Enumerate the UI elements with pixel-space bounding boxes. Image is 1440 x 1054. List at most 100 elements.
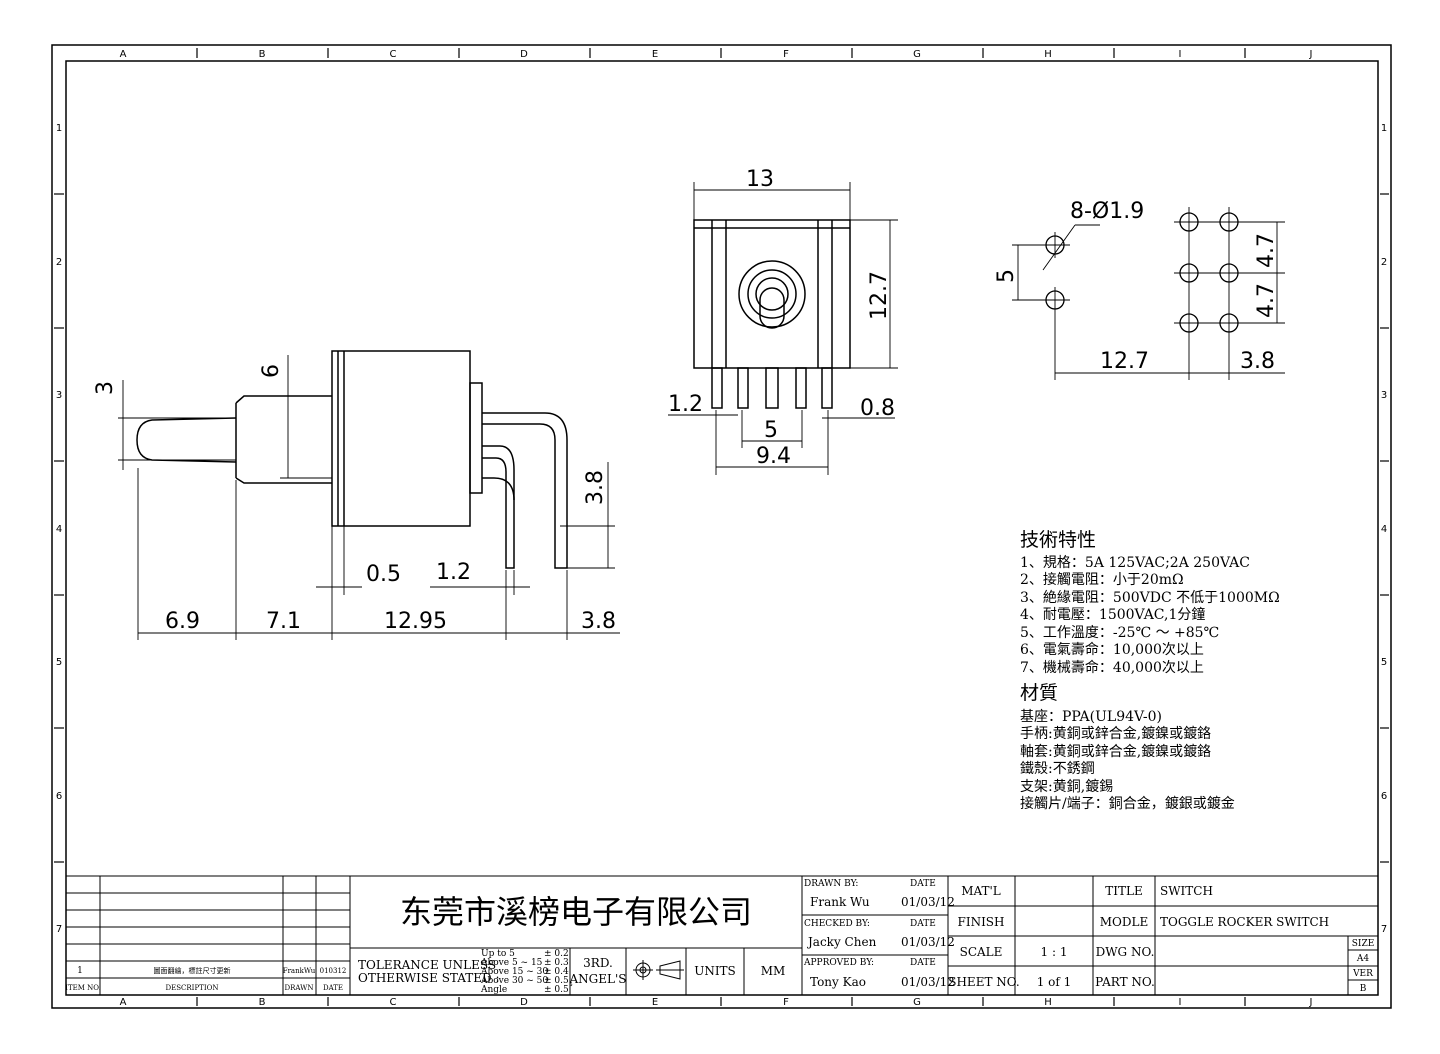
row-label: 4: [56, 524, 62, 535]
rev-head-drawn: DRAWN: [285, 984, 314, 992]
units-label: UNITS: [694, 964, 736, 978]
title-label: TITLE: [1105, 884, 1142, 898]
spec-item: 2、接觸電阻：小于20mΩ: [1020, 571, 1184, 588]
col-label: H: [1044, 49, 1052, 60]
company-name: 东莞市溪榜电子有限公司: [400, 893, 752, 931]
tolerance-range: Above 15 ~ 30: [480, 967, 548, 977]
col-label: D: [520, 997, 528, 1008]
side-dim-labels: 3 6 3.8 0.5 1.2 6.9 7.1 12.95 3.8: [93, 364, 616, 634]
dim-label: 9.4: [756, 444, 791, 469]
approved-by-label: APPROVED BY:: [803, 958, 874, 968]
front-dim-labels: 13 12.7 1.2 0.8 5 9.4: [668, 167, 895, 469]
side-dimensions: [118, 355, 620, 640]
col-label: E: [652, 997, 658, 1008]
projection-line2: ANGEL'S: [569, 972, 627, 986]
dim-label: 1.2: [668, 392, 703, 417]
drawn-by: Frank Wu: [810, 895, 870, 909]
material-title: 材質: [1020, 682, 1058, 704]
col-label: E: [652, 49, 658, 60]
pcb-dim-labels: 8-Ø1.9 5 4.7 4.7 12.7 3.8: [994, 199, 1279, 374]
tolerance-label: OTHERWISE STATED :: [358, 971, 500, 985]
rev-head-item: ITEM NO.: [65, 984, 101, 992]
spec-item: 6、電氣壽命：10,000次以上: [1020, 641, 1204, 658]
dwg-label: DWG NO.: [1096, 945, 1155, 959]
material-item: 鐵殼:不銹鋼: [1020, 760, 1095, 777]
col-label: D: [520, 49, 528, 60]
scale-value: 1 : 1: [1041, 945, 1068, 959]
front-dimensions: [668, 182, 898, 475]
dim-label: 4.7: [1254, 233, 1279, 268]
row-label: 7: [1381, 924, 1387, 935]
dim-label: 3: [93, 381, 118, 395]
dim-label: 12.95: [384, 609, 447, 634]
dim-label: 13: [746, 167, 774, 192]
checked-date: 01/03/12: [901, 935, 955, 949]
col-label: B: [259, 997, 266, 1008]
front-body: [693, 219, 851, 369]
checked-by: Jacky Chen: [806, 935, 877, 949]
col-label: B: [259, 49, 266, 60]
spec-item: 7、機械壽命：40,000次以上: [1020, 659, 1204, 676]
tolerance-range: Above 5 ~ 15: [480, 958, 543, 968]
rev-head-desc: DESCRIPTION: [166, 984, 219, 992]
dim-label: 8-Ø1.9: [1070, 199, 1144, 224]
row-label: 5: [56, 657, 62, 668]
col-label: J: [1309, 997, 1313, 1008]
row-label: 3: [1381, 390, 1387, 401]
dim-label: 0.8: [860, 396, 895, 421]
bushing-outline: [738, 260, 806, 328]
dim-label: 3.8: [1240, 349, 1275, 374]
part-label: PART NO.: [1095, 975, 1155, 989]
dim-label: 6.9: [165, 609, 200, 634]
checked-by-label: CHECKED BY:: [804, 919, 870, 929]
terminal-lower: [482, 477, 515, 501]
drawing-fields: MAT'L FINISH SCALE 1 : 1 SHEET NO. 1 of …: [948, 884, 1374, 994]
pcb-layout: [1045, 212, 1239, 333]
lever-tip: [759, 287, 785, 329]
row-label: 7: [56, 924, 62, 935]
model-label: MODLE: [1100, 915, 1148, 929]
dim-label: 12.7: [1100, 349, 1149, 374]
col-label: J: [1309, 49, 1313, 60]
row-label: 4: [1381, 524, 1387, 535]
col-label: A: [120, 49, 127, 60]
drawn-date: 01/03/12: [901, 895, 955, 909]
switch-body: [331, 350, 471, 527]
material-item: 軸套:黄銅或鋅合金,鍍鎳或鍍鉻: [1020, 743, 1211, 760]
dim-label: 12.7: [867, 271, 892, 320]
zone-labels: A B C D E F G H I J A B C D E F G H I J …: [56, 49, 1387, 1008]
projection-line1: 3RD.: [583, 956, 613, 970]
revision-table: 1 圖面翻繪，標註尺寸更新 FrankWu 010312 ITEM NO. DE…: [65, 966, 346, 992]
approved-date: 01/03/12: [901, 975, 955, 989]
rev-description: 圖面翻繪，標註尺寸更新: [154, 966, 231, 975]
rev-item-no: 1: [77, 966, 83, 976]
date-label: DATE: [910, 879, 936, 889]
date-label: DATE: [910, 919, 936, 929]
dim-label: 3.8: [581, 609, 616, 634]
row-label: 1: [56, 123, 62, 134]
tolerance-label: TOLERANCE UNLESS: [358, 958, 496, 972]
title-value: SWITCH: [1160, 884, 1213, 898]
terminal-mid: [482, 445, 515, 569]
row-label: 6: [1381, 791, 1387, 802]
date-label: DATE: [910, 958, 936, 968]
col-label: C: [390, 997, 397, 1008]
tolerance-range: Up to 5: [481, 949, 515, 959]
spec-notes: 技術特性 1、規格：5A 125VAC;2A 250VAC 2、接觸電阻：小于2…: [1020, 529, 1280, 812]
toggle-lever: [136, 417, 237, 463]
approved-by: Tony Kao: [810, 975, 866, 989]
material-item: 支架:黄銅,鍍錫: [1020, 778, 1113, 795]
scale-label: SCALE: [960, 945, 1003, 959]
size-value: A4: [1356, 954, 1369, 964]
material-item: 手柄:黄銅或鋅合金,鍍鎳或鍍鉻: [1020, 725, 1211, 742]
tolerance-range: Angle: [480, 985, 507, 995]
matl-label: MAT'L: [961, 884, 1001, 898]
terminal-top: [482, 412, 568, 569]
approval-block: DRAWN BY: DATE Frank Wu 01/03/12 CHECKED…: [803, 879, 955, 989]
tolerance-value: ± 0.5: [544, 976, 569, 986]
dim-label: 1.2: [436, 560, 471, 585]
rev-drawn: FrankWu: [283, 967, 316, 975]
spec-item: 4、耐電壓：1500VAC,1分鐘: [1020, 606, 1205, 623]
spec-item: 5、工作溫度：-25℃ ～ +85℃: [1020, 625, 1219, 641]
spec-item: 3、絶緣電阻：500VDC 不低于1000MΩ: [1020, 590, 1280, 606]
